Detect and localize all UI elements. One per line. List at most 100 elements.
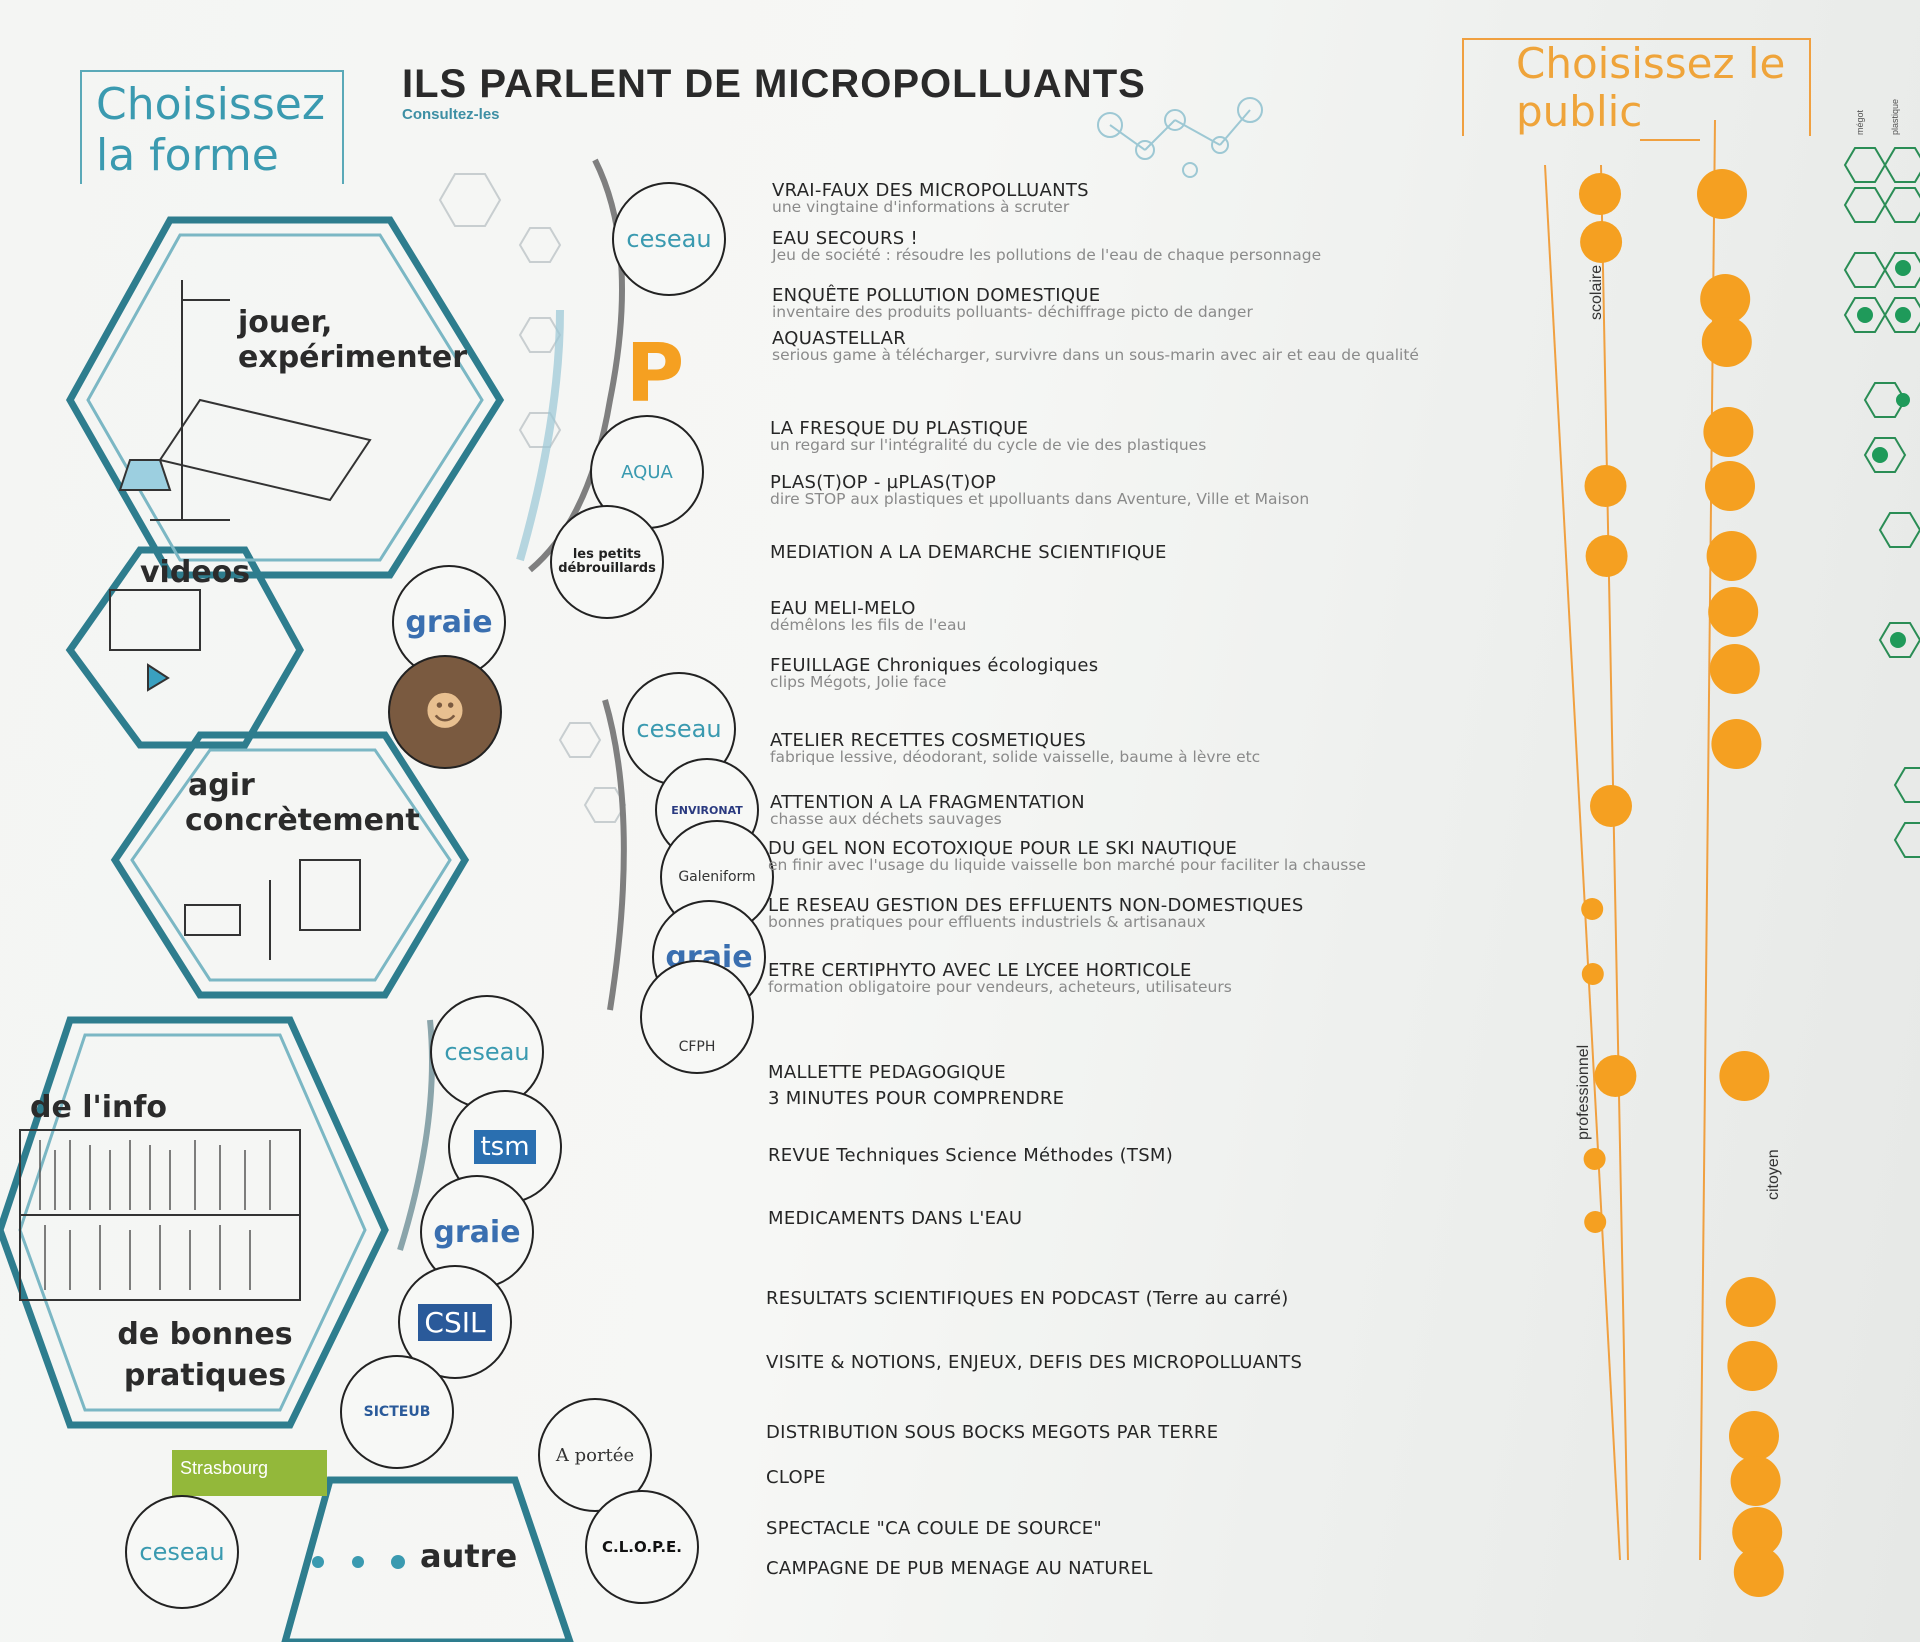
logo-strasbourg-text: Strasbourg bbox=[180, 1458, 269, 1478]
audience-dot-scolaire bbox=[1590, 785, 1632, 827]
hex-videos bbox=[65, 546, 305, 749]
activity-name: DU GEL NON ECOTOXIQUE POUR LE SKI NAUTIQ… bbox=[768, 838, 1238, 859]
activity-name: DISTRIBUTION SOUS BOCKS MEGOTS PAR TERRE bbox=[766, 1422, 1219, 1443]
activity-description: un regard sur l'intégralité du cycle de … bbox=[770, 436, 1207, 454]
audience-dot-scolaire bbox=[1580, 221, 1623, 263]
logo-clope: C.L.O.P.E. bbox=[585, 1490, 699, 1604]
audience-dot-citoyen bbox=[1700, 274, 1751, 324]
autre-dots bbox=[312, 1555, 405, 1569]
audience-dot-citoyen bbox=[1703, 407, 1754, 457]
category-jouer-line2: expérimenter bbox=[238, 340, 468, 375]
activity-item: REVUE Techniques Science Méthodes (TSM) bbox=[768, 1145, 1173, 1166]
logo-cfph: CFPH bbox=[640, 960, 754, 1074]
activity-item: MEDIATION A LA DEMARCHE SCIENTIFIQUE bbox=[770, 542, 1167, 563]
activity-description: formation obligatoire pour vendeurs, ach… bbox=[768, 978, 1232, 996]
logo-sicteub-text: SICTEUB bbox=[363, 1404, 431, 1420]
logo-csil-text: CSIL bbox=[418, 1303, 492, 1341]
activity-item: RESULTATS SCIENTIFIQUES EN PODCAST (Terr… bbox=[766, 1288, 1289, 1309]
hex-agir bbox=[110, 731, 470, 999]
choose-form-label: Choisissez la forme bbox=[96, 79, 325, 181]
activity-name: AQUASTELLAR bbox=[772, 328, 907, 349]
logo-graie-1-text: graie bbox=[405, 604, 493, 640]
activity-name: EAU MELI-MELO bbox=[770, 598, 916, 619]
axis-label-scolaire: scolaire bbox=[1588, 264, 1605, 320]
audience-dot-citoyen bbox=[1706, 531, 1757, 581]
audience-dot-citoyen bbox=[1727, 1341, 1778, 1391]
logo-ceseau-1-text: ceseau bbox=[626, 225, 712, 253]
activity-name: VRAI-FAUX DES MICROPOLLUANTS bbox=[772, 180, 1089, 201]
audience-dot-professionnel bbox=[1583, 1148, 1606, 1170]
audience-dot-citoyen bbox=[1729, 1411, 1779, 1461]
activity-name: LE RESEAU GESTION DES EFFLUENTS NON-DOME… bbox=[768, 895, 1304, 916]
logo-aquastellar-text: AQUA bbox=[621, 461, 673, 483]
page-title: ILS PARLENT DE MICROPOLLUANTS bbox=[402, 62, 1146, 106]
logo-cfph-text: CFPH bbox=[678, 1039, 716, 1055]
logo-feuillage-photo: ☻ bbox=[388, 655, 502, 769]
choose-form-box: Choisissez la forme bbox=[80, 70, 344, 184]
hex-info bbox=[0, 1016, 389, 1429]
logo-ceseau-4: ceseau bbox=[125, 1495, 239, 1609]
activity-description: inventaire des produits polluants- déchi… bbox=[772, 303, 1253, 321]
choose-public-label: Choisissez le public bbox=[1516, 39, 1786, 137]
activity-description: chasse aux déchets sauvages bbox=[770, 810, 1002, 828]
logo-galeniform-text: Galeniform bbox=[678, 869, 756, 885]
activity-item: CLOPE bbox=[766, 1467, 826, 1488]
strasbourg-logo-bg bbox=[172, 1450, 327, 1496]
activity-description: Jeu de société : résoudre les pollutions… bbox=[772, 246, 1322, 264]
audience-dots bbox=[1579, 169, 1784, 1597]
activity-item: EAU SECOURS !Jeu de société : résoudre l… bbox=[772, 228, 1321, 264]
audience-dot-citoyen bbox=[1697, 169, 1747, 219]
activity-name: LA FRESQUE DU PLASTIQUE bbox=[770, 418, 1029, 439]
logo-ceseau-2-text: ceseau bbox=[636, 715, 722, 743]
activity-name: ENQUÊTE POLLUTION DOMESTIQUE bbox=[772, 285, 1101, 306]
activity-item: MEDICAMENTS DANS L'EAU bbox=[768, 1208, 1022, 1229]
activity-item: SPECTACLE "CA COULE DE SOURCE" bbox=[766, 1518, 1102, 1539]
logo-p-icon: P bbox=[625, 326, 685, 420]
audience-dot-citoyen bbox=[1732, 1507, 1783, 1557]
logo-clope-text: C.L.O.P.E. bbox=[602, 1538, 682, 1556]
category-agir-line1: agir bbox=[188, 768, 255, 803]
activity-description: fabrique lessive, déodorant, solide vais… bbox=[770, 748, 1261, 766]
category-videos: videos bbox=[140, 555, 251, 590]
axis-label-citoyen: citoyen bbox=[1765, 1149, 1782, 1200]
audience-dot-citoyen bbox=[1725, 1277, 1776, 1327]
activity-item: DU GEL NON ECOTOXIQUE POUR LE SKI NAUTIQ… bbox=[768, 838, 1366, 874]
activity-name: CLOPE bbox=[766, 1467, 826, 1488]
logo-ceseau-1: ceseau bbox=[612, 182, 726, 296]
axis-label-professionnel: professionnel bbox=[1575, 1044, 1592, 1140]
category-agir-line2: concrètement bbox=[185, 803, 420, 838]
axis-label-megot: mégot bbox=[1855, 109, 1865, 135]
activity-item: DISTRIBUTION SOUS BOCKS MEGOTS PAR TERRE bbox=[766, 1422, 1218, 1443]
activity-name: PLAS(T)OP - µPLAS(T)OP bbox=[770, 472, 997, 493]
activity-description: une vingtaine d'informations à scruter bbox=[772, 198, 1070, 216]
audience-dot-citoyen bbox=[1719, 1051, 1770, 1101]
audience-dot-citoyen bbox=[1733, 1547, 1784, 1597]
activity-description: dire STOP aux plastiques et µpolluants d… bbox=[770, 490, 1310, 508]
axis-label-plastique: plastique bbox=[1890, 98, 1900, 135]
category-autre: autre bbox=[420, 1537, 518, 1575]
audience-dot-scolaire bbox=[1585, 535, 1628, 577]
logo-ceseau-4-text: ceseau bbox=[139, 1538, 225, 1566]
activity-description: clips Mégots, Jolie face bbox=[770, 673, 947, 691]
activity-name: MEDIATION A LA DEMARCHE SCIENTIFIQUE bbox=[770, 542, 1167, 563]
activity-description: démêlons les fils de l'eau bbox=[770, 616, 967, 634]
activity-name: RESULTATS SCIENTIFIQUES EN PODCAST (Terr… bbox=[766, 1288, 1289, 1309]
audience-dot-scolaire bbox=[1594, 1055, 1637, 1097]
activity-name: ATTENTION A LA FRAGMENTATION bbox=[770, 792, 1085, 813]
activity-name: ATELIER RECETTES COSMETIQUES bbox=[770, 730, 1087, 751]
category-jouer-line1: jouer, bbox=[238, 305, 333, 340]
audience-dot-scolaire bbox=[1584, 465, 1627, 507]
audience-dot-citoyen bbox=[1705, 461, 1755, 511]
activity-item: 3 MINUTES POUR COMPRENDRE bbox=[768, 1088, 1064, 1109]
audience-dot-citoyen bbox=[1709, 644, 1760, 694]
